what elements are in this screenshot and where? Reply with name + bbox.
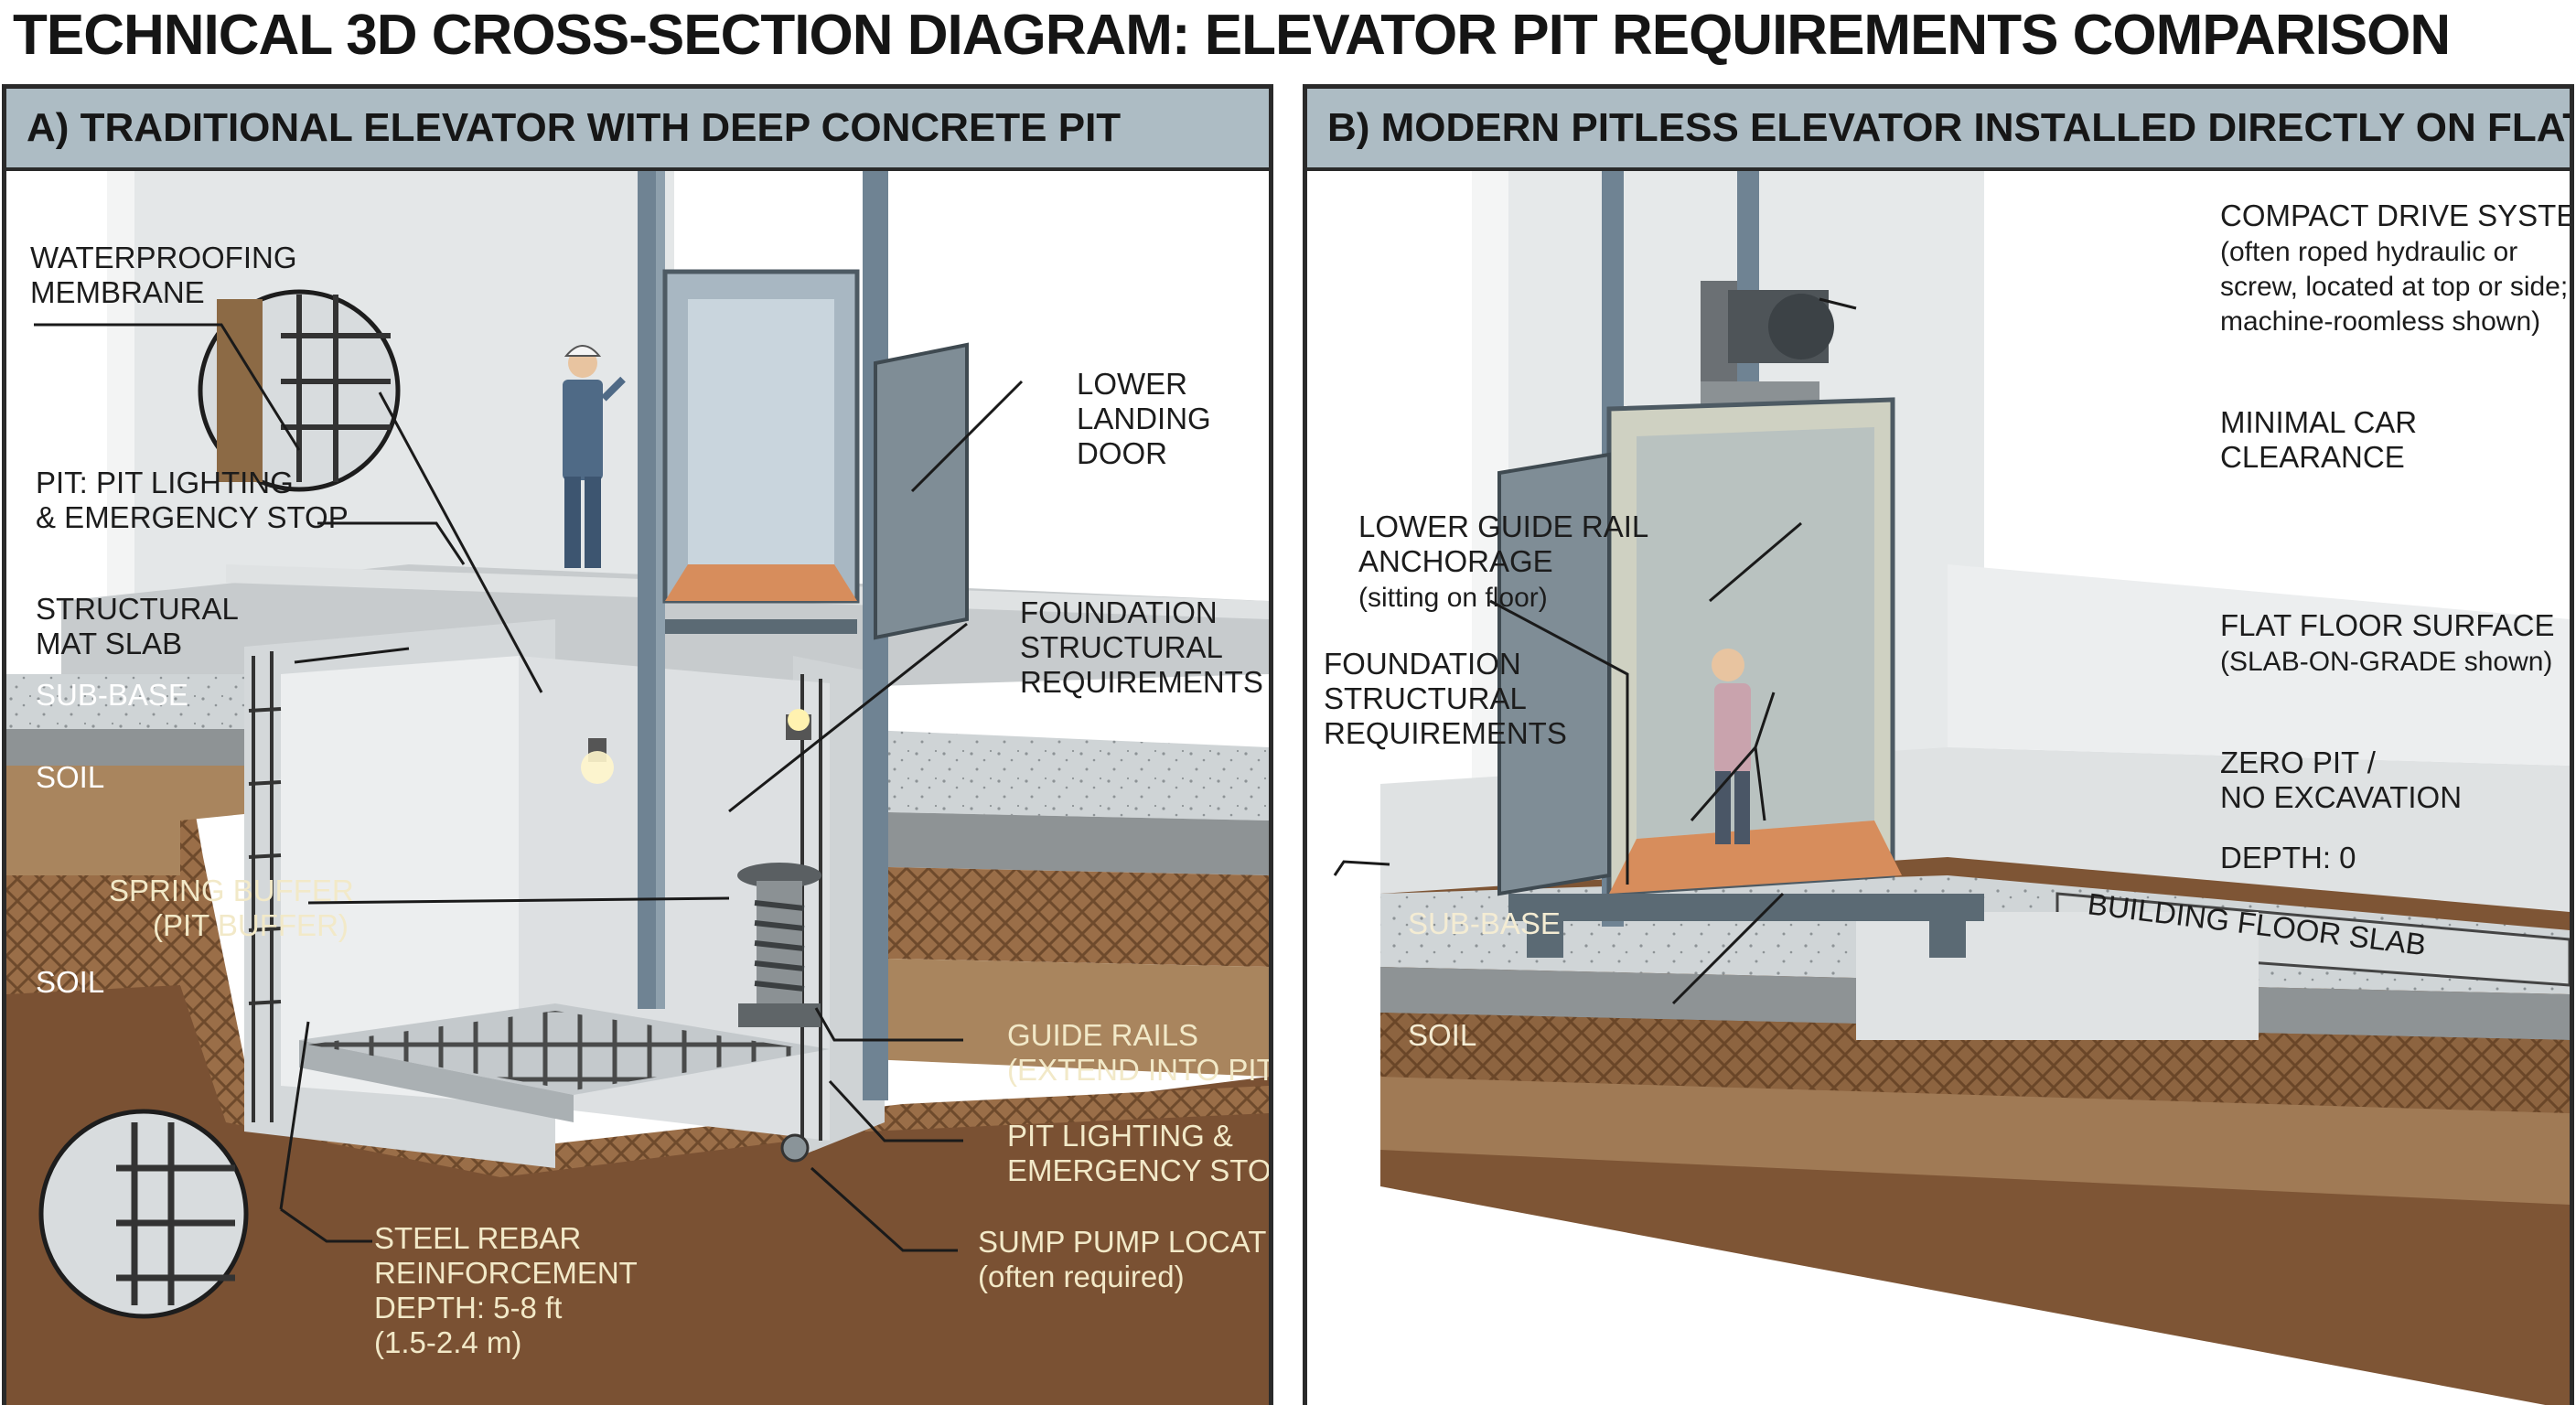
label-spring-buffer-2: (PIT BUFFER) [153,908,349,942]
cabin-door-b [1497,452,1611,896]
label-drive-4: machine-roomless shown) [2220,306,2540,337]
label-zero-pit-1: ZERO PIT / [2220,745,2377,779]
label-guide-rails-1: GUIDE RAILS [1007,1018,1198,1052]
label-lower-door-2: LANDING [1077,402,1211,435]
lower-landing-door [874,342,969,640]
label-foundation-1: FOUNDATION [1020,595,1218,629]
label-soil-upper: SOIL [36,760,104,794]
sump-pump [780,1133,810,1163]
label-clearance-2: CLEARANCE [2220,440,2405,474]
label-foundation-b-3: REQUIREMENTS [1324,716,1567,750]
label-anchor-1: LOWER GUIDE RAIL [1358,509,1648,543]
main-title: TECHNICAL 3D CROSS-SECTION DIAGRAM: ELEV… [13,4,2451,67]
panel-a-header: A) TRADITIONAL ELEVATOR WITH DEEP CONCRE… [6,89,1269,171]
label-lower-door-1: LOWER [1077,367,1187,401]
label-foundation-b-1: FOUNDATION [1324,647,1521,681]
label-waterproofing-2: MEMBRANE [30,275,205,309]
label-pit-light-right-2: EMERGENCY STOP [1007,1153,1269,1187]
label-anchor-2: ANCHORAGE [1358,544,1553,578]
passenger-figure [1712,649,1751,844]
label-sump-pump-1: SUMP PUMP LOCATION [978,1225,1269,1259]
label-depth-2: (1.5-2.4 m) [374,1325,521,1359]
label-drive-2: (often roped hydraulic or [2220,237,2517,267]
label-guide-rails-2: (EXTEND INTO PIT) [1007,1053,1269,1087]
panel-pitless: B) MODERN PITLESS ELEVATOR INSTALLED DIR… [1303,84,2574,1405]
label-sub-base-b: SUB-BASE [1408,906,1561,940]
compact-drive-machine [1701,281,1834,409]
label-rebar-2: REINFORCEMENT [374,1256,638,1290]
label-floor-2: (SLAB-ON-GRADE shown) [2220,647,2552,677]
label-rebar-1: STEEL REBAR [374,1221,581,1255]
worker-figure [563,345,626,568]
pitless-diagram: COMPACT DRIVE SYSTEM (often roped hydrau… [1324,167,2570,1405]
label-mat-slab-2: MAT SLAB [36,627,182,660]
label-spring-buffer-1: SPRING BUFFER [109,874,354,907]
panel-traditional-pit: A) TRADITIONAL ELEVATOR WITH DEEP CONCRE… [2,84,1273,1405]
label-clearance-1: MINIMAL CAR [2220,405,2417,439]
label-waterproofing-1: WATERPROOFING [30,241,297,274]
label-drive-1: COMPACT DRIVE SYSTEM [2220,198,2570,232]
label-sub-base: SUB-BASE [36,678,188,712]
spring-buffer [737,863,821,1027]
soil-front [6,756,1269,1405]
label-drive-3: screw, located at top or side; [2220,272,2568,302]
label-sump-pump-2: (often required) [978,1260,1185,1293]
label-lower-door-3: DOOR [1077,436,1167,470]
traditional-pit-diagram: WATERPROOFING MEMBRANE PIT: PIT LIGHTING… [6,167,1269,1405]
label-anchor-3: (sitting on floor) [1358,583,1548,613]
label-soil-lower: SOIL [36,965,104,999]
label-foundation-2: STRUCTURAL [1020,630,1223,664]
label-pit-light-2: & EMERGENCY STOP [36,500,349,534]
label-zero-pit-2: NO EXCAVATION [2220,780,2462,814]
label-depth-1: DEPTH: 5-8 ft [374,1291,562,1325]
base-frame [1508,894,1984,921]
waterproofing-detail-inset [198,289,401,492]
panel-b-header: B) MODERN PITLESS ELEVATOR INSTALLED DIR… [1307,89,2570,171]
label-soil-b: SOIL [1408,1018,1476,1052]
label-floor-1: FLAT FLOOR SURFACE [2220,608,2555,642]
label-foundation-b-2: STRUCTURAL [1324,681,1527,715]
label-foundation-3: REQUIREMENTS [1020,665,1263,699]
label-mat-slab-1: STRUCTURAL [36,592,239,626]
label-pit-light-right-1: PIT LIGHTING & [1007,1119,1233,1153]
label-depth-b: DEPTH: 0 [2220,841,2356,874]
rebar-detail-inset [38,1109,249,1319]
label-pit-light-1: PIT: PIT LIGHTING [36,466,294,499]
